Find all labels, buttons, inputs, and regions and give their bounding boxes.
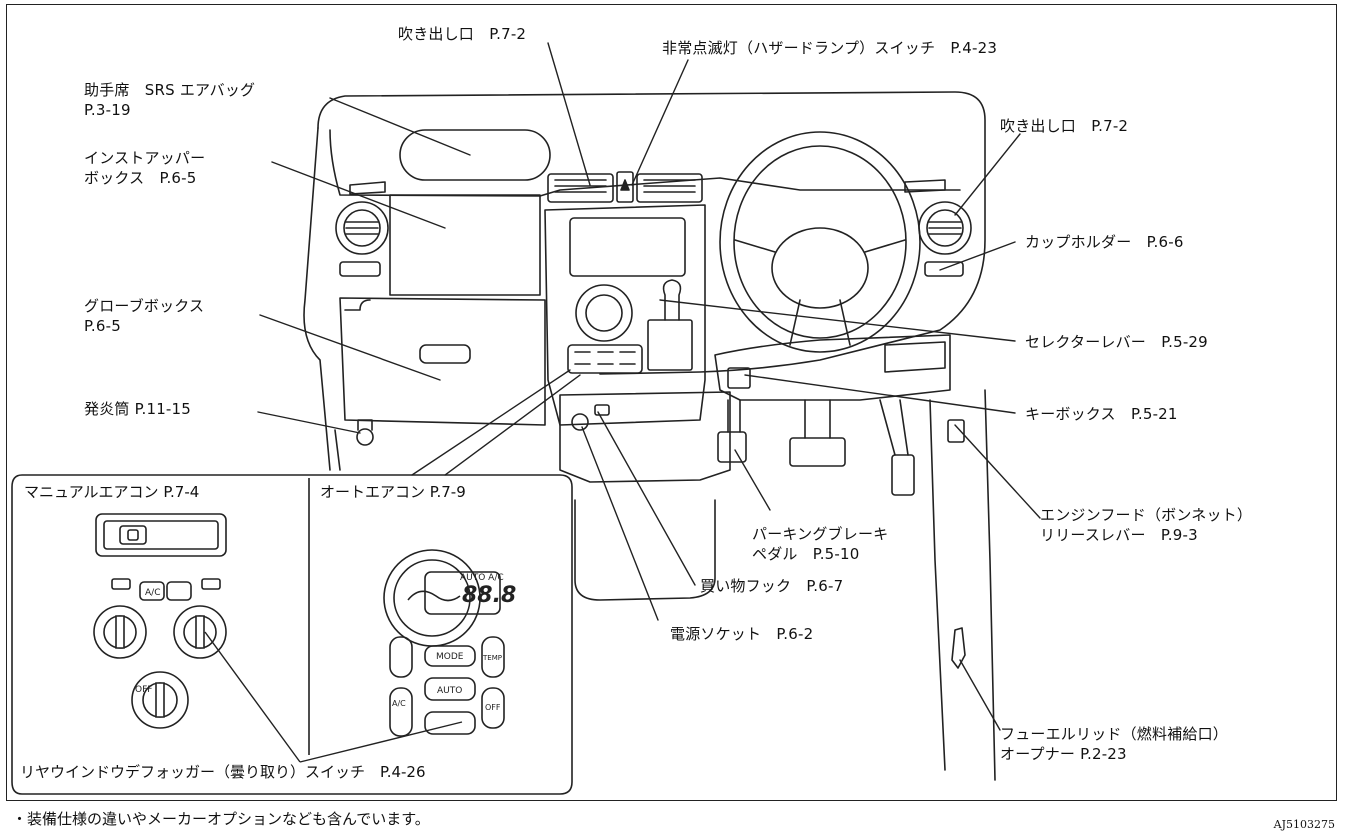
btn-off-text: OFF [485, 703, 501, 712]
label-manual-ac: マニュアルエアコン P.7-4 [24, 483, 200, 501]
manual-ac-ac-text: A/C [145, 588, 160, 598]
label-shopping-hook: 買い物フック P.6-7 [700, 577, 844, 595]
fuel-lid-opener [951, 627, 966, 669]
label-power-socket: 電源ソケット P.6-2 [670, 625, 814, 643]
label-hood-release: エンジンフード（ボンネット）リリースレバー P.9-3 [1040, 506, 1253, 544]
dash-outline [317, 91, 986, 375]
label-rear-defogger: リヤウインドウデフォッガー（曇り取り）スイッチ P.4-26 [20, 763, 426, 781]
label-key-box: キーボックス P.5-21 [1025, 405, 1178, 423]
btn-mode-text: MODE [436, 652, 464, 662]
parking-brake-pedal [717, 431, 747, 463]
footer-note: ・装備仕様の違いやメーカーオプションなども含んでいます。 [12, 810, 430, 828]
display-small-text: AUTO A/C [460, 573, 504, 583]
auto-ac-panel [383, 549, 505, 737]
label-cup-holder: カップホルダー P.6-6 [1025, 233, 1184, 251]
label-parking-brake: パーキングブレーキペダル P.5-10 [752, 525, 889, 563]
knob-off-text: OFF [135, 685, 152, 695]
btn-temp-text: TEMP [482, 654, 502, 662]
steering-wheel [719, 131, 921, 353]
manual-ac-panel [93, 513, 227, 729]
selector-lever [647, 279, 693, 371]
glove-box [339, 297, 546, 426]
right-round-vent [918, 201, 972, 255]
inset-panel [11, 474, 573, 795]
left-round-vent [335, 201, 389, 255]
label-selector-lever: セレクターレバー P.5-29 [1025, 333, 1208, 351]
instrument-upper-box [389, 194, 541, 296]
figure-frame [6, 4, 1337, 801]
key-box-shape [727, 367, 751, 389]
flare-shape [356, 419, 374, 446]
label-fuel-lid: フューエルリッド（燃料補給口）オープナー P.2-23 [1000, 725, 1229, 763]
center-display [569, 217, 686, 277]
label-upper-box: インストアッパーボックス P.6-5 [84, 149, 206, 187]
display-value: 88.8 [462, 583, 516, 608]
label-hazard-switch: 非常点滅灯（ハザードランプ）スイッチ P.4-23 [662, 39, 998, 57]
label-flare: 発炎筒 P.11-15 [84, 400, 192, 418]
label-vent-center: 吹き出し口 P.7-2 [398, 25, 527, 43]
btn-ac-text: A/C [392, 699, 406, 708]
center-vents [547, 171, 703, 203]
label-auto-ac: オートエアコン P.7-9 [320, 483, 466, 501]
airbag-panel [399, 129, 551, 181]
figure-code: AJ5103275 [1273, 818, 1335, 831]
label-vent-right: 吹き出し口 P.7-2 [1000, 117, 1129, 135]
btn-auto-text: AUTO [437, 686, 462, 696]
center-console [544, 204, 706, 426]
